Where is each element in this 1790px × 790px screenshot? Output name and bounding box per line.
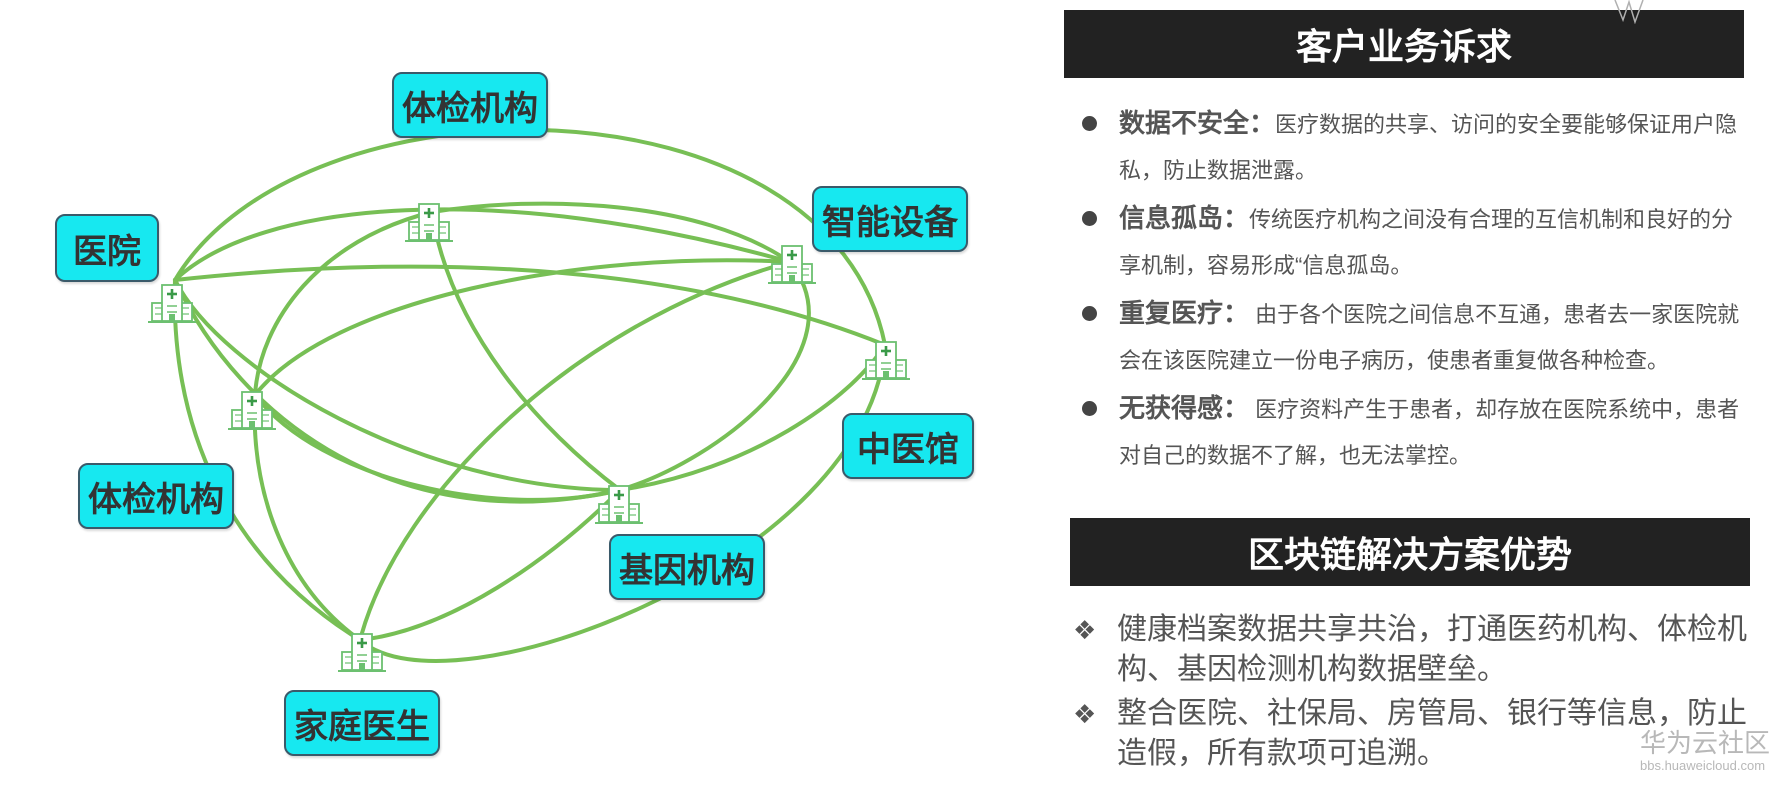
label-checkup-left: 体检机构 [78, 463, 234, 529]
network-edge [173, 207, 792, 282]
network-edge [358, 488, 622, 642]
demand-text: 医疗数据的共享、访问的安全要能够保证用户隐私，防止数据泄露。 [1119, 112, 1738, 183]
demand-term: 无获得感： [1119, 393, 1250, 423]
network-edge [173, 278, 622, 492]
advantage-text: 整合医院、社保局、房管局、银行等信息，防止造假，所有款项可追溯。 [1117, 697, 1747, 770]
label-family-doctor: 家庭医生 [284, 690, 440, 756]
label-checkup-top: 体检机构 [392, 72, 548, 138]
diamond-bullet-icon: ❖ [1073, 699, 1097, 729]
network-edges [172, 127, 887, 663]
hospital-building-icon [860, 340, 912, 381]
label-tcm: 中医馆 [842, 413, 974, 479]
demand-text: 传统医疗机构之间没有合理的互信机制和良好的分享机制，容易形成“信息孤岛。 [1119, 207, 1734, 278]
network-edge [253, 393, 622, 502]
diamond-bullet-icon: ❖ [1073, 615, 1097, 645]
demand-item: 信息孤岛：传统医疗机构之间没有合理的互信机制和良好的分享机制，容易形成“信息孤岛… [1082, 195, 1748, 289]
advantage-item: ❖ 整合医院、社保局、房管局、银行等信息，防止造假，所有款项可追溯。 [1073, 694, 1753, 774]
demand-term: 重复医疗： [1119, 298, 1250, 328]
network-edge [618, 260, 811, 492]
hospital-building-icon [226, 390, 278, 431]
advantage-item: ❖ 健康档案数据共享共治，打通医药机构、体检机构、基因检测机构数据壁垒。 [1073, 610, 1753, 690]
network-edge [173, 278, 622, 504]
demand-text: 由于各个医院之间信息不互通，患者去一家医院就会在该医院建立一份电子病历，使患者重… [1119, 302, 1740, 373]
network-edge [252, 393, 362, 642]
network-edge [253, 210, 434, 397]
demand-term: 数据不安全： [1119, 108, 1276, 138]
advantage-text: 健康档案数据共享共治，打通医药机构、体检机构、基因检测机构数据壁垒。 [1117, 613, 1747, 686]
demand-item: 数据不安全：医疗数据的共享、访问的安全要能够保证用户隐私，防止数据泄露。 [1082, 100, 1748, 194]
watermark: 华为云社区 bbs.huaweicloud.com [1640, 728, 1790, 774]
advantages-header: 区块链解决方案优势 [1070, 518, 1750, 586]
label-hospital: 医院 [55, 214, 159, 282]
demand-item: 重复医疗： 由于各个医院之间信息不互通，患者去一家医院就会在该医院建立一份电子病… [1082, 290, 1748, 384]
network-edge [172, 278, 362, 642]
network-edge [430, 201, 792, 264]
network-edge [253, 258, 792, 397]
label-smart-device: 智能设备 [812, 186, 968, 252]
demand-item: 无获得感： 医疗资料产生于患者，却存放在医院系统中，患者对自己的数据不了解，也无… [1082, 385, 1748, 479]
hospital-building-icon [146, 283, 198, 324]
label-gene: 基因机构 [609, 534, 765, 600]
watermark-url: bbs.huaweicloud.com [1640, 758, 1766, 773]
advantages-list: ❖ 健康档案数据共享共治，打通医药机构、体检机构、基因检测机构数据壁垒。 ❖ 整合医… [1073, 610, 1753, 778]
network-edge [430, 210, 622, 492]
network-edge [358, 260, 792, 642]
corner-decoration [1614, 0, 1644, 24]
demand-text: 医疗资料产生于患者，却存放在医院系统中，患者对自己的数据不了解，也无法掌控。 [1119, 397, 1740, 468]
demand-term: 信息孤岛： [1119, 203, 1250, 233]
demands-list: 数据不安全：医疗数据的共享、访问的安全要能够保证用户隐私，防止数据泄露。 信息孤… [1082, 100, 1748, 480]
watermark-brand: 华为云社区 [1640, 728, 1771, 758]
demands-header: 客户业务诉求 [1064, 10, 1744, 78]
institution-network-diagram [146, 127, 912, 673]
hospital-building-icon [336, 632, 388, 673]
